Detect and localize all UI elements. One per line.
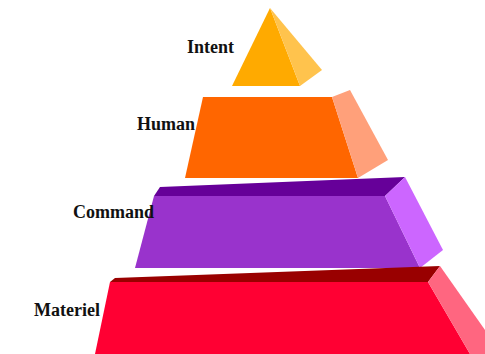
tier-face xyxy=(385,177,443,268)
tier-face xyxy=(135,196,420,268)
tier-label: Intent xyxy=(187,37,234,57)
tier-face xyxy=(185,97,358,178)
command-tier: Command xyxy=(0,175,485,270)
tier-label: Human xyxy=(137,114,195,134)
pyramid-tier-shape xyxy=(0,175,485,270)
pyramid-tier-shape xyxy=(0,4,485,90)
intent-tier: Intent xyxy=(0,4,485,90)
pyramid-tier-shape xyxy=(0,88,485,180)
tier-face xyxy=(95,282,470,354)
tier-label: Materiel xyxy=(34,300,100,320)
tier-face xyxy=(110,266,440,282)
tier-face xyxy=(332,90,388,178)
tier-face xyxy=(270,8,322,86)
tier-label: Command xyxy=(73,202,154,222)
tier-face xyxy=(154,177,405,196)
tier-face xyxy=(428,266,485,354)
human-tier: Human xyxy=(0,88,485,180)
materiel-tier: Materiel xyxy=(0,262,485,354)
